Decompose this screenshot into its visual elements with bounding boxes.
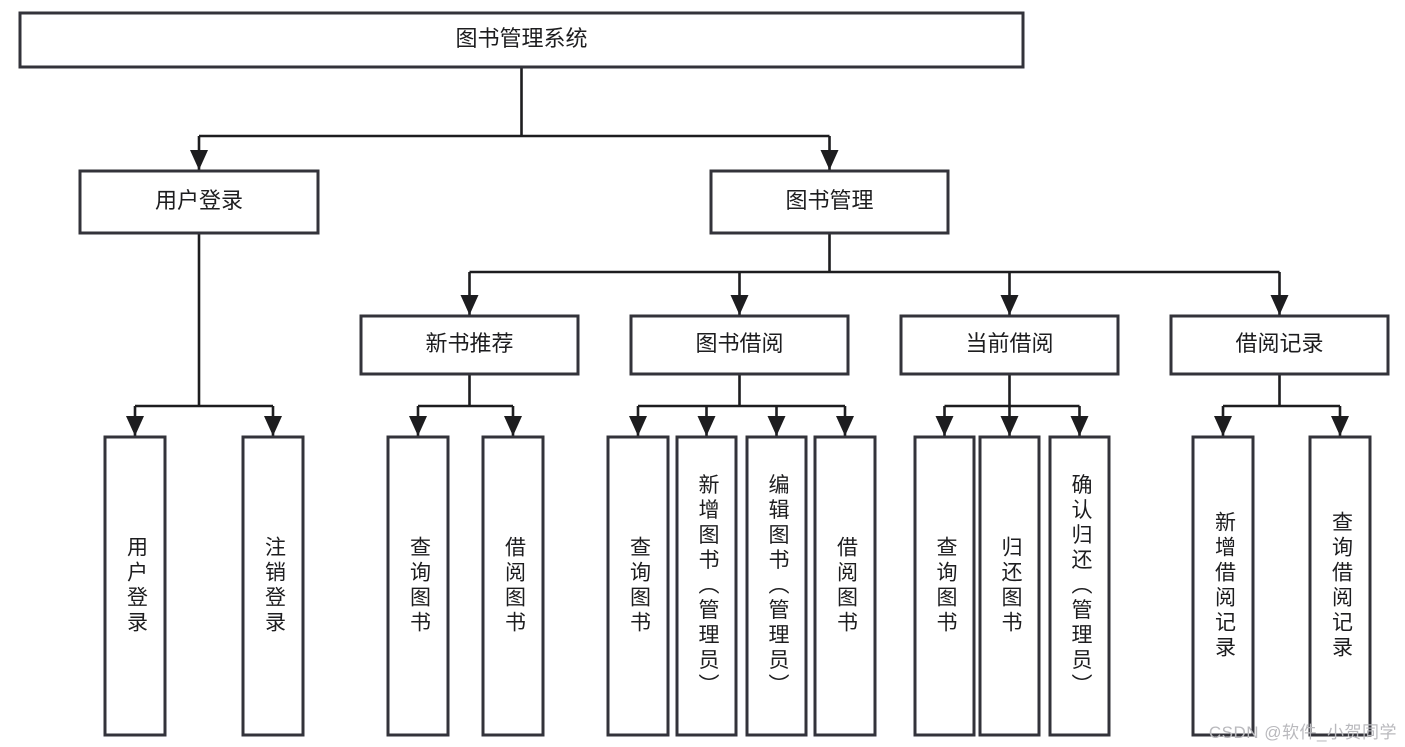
leaf-label: 新增图书（管理员） (696, 474, 720, 699)
leaf-box[interactable] (606, 435, 670, 737)
leaf-label: 注销登录 (262, 536, 286, 636)
level2-box[interactable] (78, 169, 320, 235)
arrow-head-icon (836, 416, 854, 436)
leaf-node[interactable]: 确认归还（管理员） (1048, 435, 1111, 737)
level3-label: 图书借阅 (695, 331, 783, 356)
leaf-node[interactable]: 归还图书 (978, 435, 1041, 737)
level3-node[interactable]: 借阅记录 (1169, 314, 1390, 376)
arrow-head-icon (126, 416, 144, 436)
leaf-node[interactable]: 查询图书 (913, 435, 976, 737)
level2-node[interactable]: 用户登录 (78, 169, 320, 235)
leaf-node[interactable]: 查询图书 (606, 435, 670, 737)
level3-box[interactable] (629, 314, 850, 376)
level3-label: 当前借阅 (965, 331, 1053, 356)
leaf-label: 新增借阅记录 (1212, 511, 1236, 661)
arrow-head-icon (1270, 295, 1289, 315)
arrow-head-icon (1214, 416, 1232, 436)
arrow-head-icon (409, 416, 427, 436)
leaf-label: 确认归还（管理员） (1069, 474, 1093, 699)
arrow-head-icon (820, 150, 839, 170)
leaf-box[interactable] (813, 435, 877, 737)
arrow-head-icon (1000, 416, 1019, 436)
arrow-head-icon (697, 416, 716, 436)
leaf-node[interactable]: 编辑图书（管理员） (745, 435, 808, 737)
root-box[interactable] (18, 11, 1025, 69)
leaf-box[interactable] (1048, 435, 1111, 737)
level3-node[interactable]: 新书推荐 (359, 314, 580, 376)
leaf-box[interactable] (481, 435, 545, 737)
root-label: 图书管理系统 (455, 26, 587, 51)
level3-box[interactable] (1169, 314, 1390, 376)
connector-layer (126, 67, 1349, 436)
level3-label: 借阅记录 (1235, 331, 1323, 356)
node-layer: 图书管理系统用户登录图书管理新书推荐图书借阅当前借阅借阅记录用户登录注销登录查询… (18, 11, 1390, 737)
level3-box[interactable] (359, 314, 580, 376)
level3-box[interactable] (899, 314, 1120, 376)
arrow-head-icon (190, 150, 208, 170)
leaf-node[interactable]: 注销登录 (241, 435, 305, 737)
leaf-label: 查询借阅记录 (1329, 511, 1353, 661)
leaf-box[interactable] (675, 435, 738, 737)
arrow-head-icon (935, 416, 954, 436)
arrow-head-icon (730, 295, 749, 315)
arrow-head-icon (1331, 416, 1349, 436)
leaf-node[interactable]: 借阅图书 (481, 435, 545, 737)
arrow-head-icon (264, 416, 282, 436)
leaf-label: 编辑图书（管理员） (766, 474, 790, 699)
leaf-label: 归还图书 (999, 536, 1023, 636)
arrow-head-icon (767, 416, 786, 436)
leaf-node[interactable]: 新增借阅记录 (1191, 435, 1255, 737)
level2-box[interactable] (709, 169, 950, 235)
leaf-box[interactable] (386, 435, 450, 737)
leaf-box[interactable] (745, 435, 808, 737)
level3-label: 新书推荐 (425, 331, 513, 356)
leaf-label: 查询图书 (627, 536, 651, 636)
leaf-box[interactable] (103, 435, 167, 737)
arrow-head-icon (1070, 416, 1089, 436)
leaf-box[interactable] (1308, 435, 1372, 737)
root-node[interactable]: 图书管理系统 (18, 11, 1025, 69)
leaf-node[interactable]: 用户登录 (103, 435, 167, 737)
arrow-head-icon (629, 416, 647, 436)
leaf-label: 查询图书 (407, 536, 431, 636)
arrow-head-icon (504, 416, 522, 436)
leaf-node[interactable]: 借阅图书 (813, 435, 877, 737)
level3-node[interactable]: 图书借阅 (629, 314, 850, 376)
leaf-label: 用户登录 (124, 536, 148, 636)
arrow-head-icon (1000, 295, 1019, 315)
leaf-node[interactable]: 新增图书（管理员） (675, 435, 738, 737)
leaf-label: 借阅图书 (834, 536, 858, 636)
level2-label: 图书管理 (785, 188, 873, 213)
level3-node[interactable]: 当前借阅 (899, 314, 1120, 376)
leaf-node[interactable]: 查询借阅记录 (1308, 435, 1372, 737)
leaf-node[interactable]: 查询图书 (386, 435, 450, 737)
leaf-label: 查询图书 (934, 536, 958, 636)
leaf-box[interactable] (913, 435, 976, 737)
leaf-label: 借阅图书 (502, 536, 526, 636)
leaf-box[interactable] (978, 435, 1041, 737)
leaf-box[interactable] (1191, 435, 1255, 737)
leaf-box[interactable] (241, 435, 305, 737)
level2-node[interactable]: 图书管理 (709, 169, 950, 235)
arrow-head-icon (460, 295, 479, 315)
level2-label: 用户登录 (155, 188, 243, 213)
